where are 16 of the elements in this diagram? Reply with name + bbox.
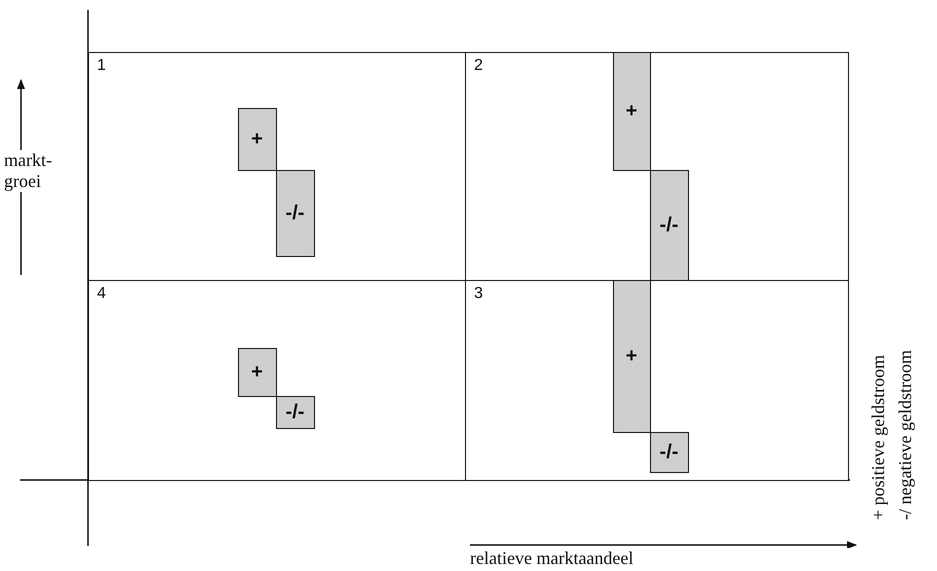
cash-flow-bar: -/- bbox=[650, 170, 688, 280]
quadrant-number: 1 bbox=[97, 57, 106, 75]
quadrant-number: 3 bbox=[474, 285, 483, 303]
cash-flow-bar: + bbox=[238, 348, 276, 396]
matrix-quadrant bbox=[465, 52, 849, 281]
cash-flow-bar: + bbox=[612, 52, 650, 170]
cash-flow-bar: -/- bbox=[276, 396, 314, 428]
matrix-quadrant bbox=[465, 280, 849, 481]
quadrant-number: 4 bbox=[97, 285, 106, 303]
matrix-quadrant bbox=[88, 280, 466, 481]
cash-flow-bar: + bbox=[238, 108, 276, 170]
quadrant-number: 2 bbox=[474, 57, 483, 75]
cash-flow-bar: -/- bbox=[650, 432, 688, 472]
matrix-quadrant bbox=[88, 52, 466, 281]
cash-flow-bar: -/- bbox=[276, 170, 314, 256]
cash-flow-bar: + bbox=[612, 280, 650, 432]
